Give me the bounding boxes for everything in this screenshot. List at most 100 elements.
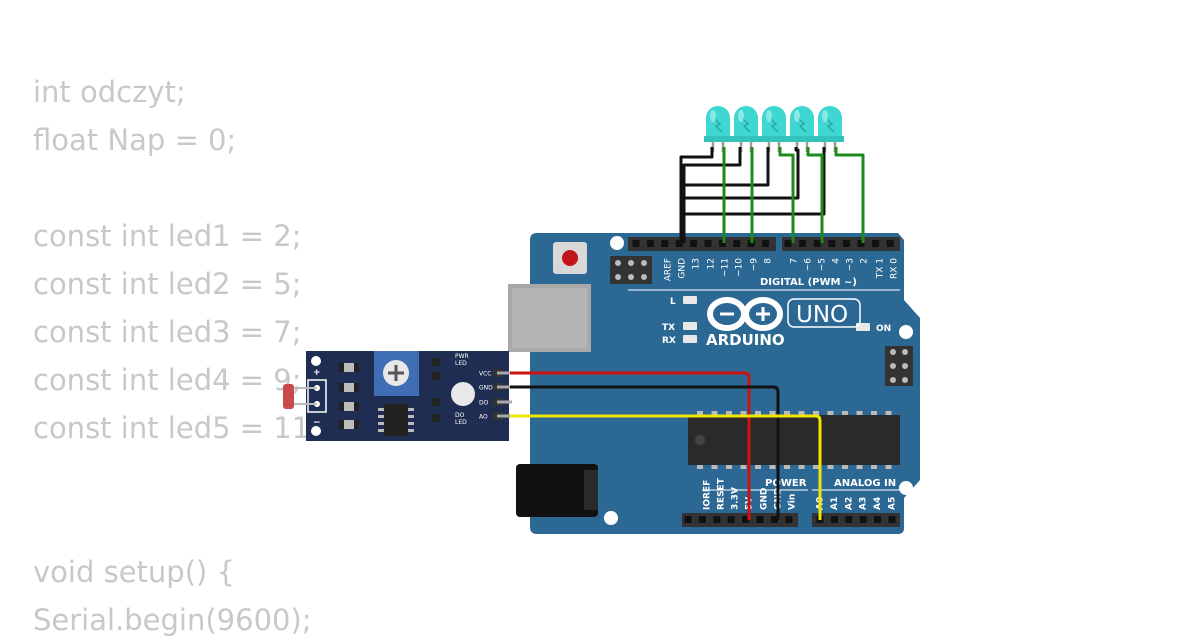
mount-hole bbox=[311, 356, 321, 366]
wire-led2-ground bbox=[682, 147, 742, 243]
header-hole[interactable] bbox=[784, 240, 792, 247]
sensor-pin-label: DO bbox=[479, 400, 489, 407]
code-line: void setup() { bbox=[33, 555, 235, 589]
header-hole[interactable] bbox=[704, 240, 712, 247]
analog-header-label: ANALOG IN bbox=[834, 478, 896, 489]
header-hole[interactable] bbox=[733, 240, 741, 247]
analog-pin-label: A2 bbox=[844, 497, 854, 510]
header-hole[interactable] bbox=[713, 516, 721, 523]
power-pin-label: RESET bbox=[717, 477, 727, 510]
potentiometer[interactable] bbox=[374, 351, 419, 396]
header-hole[interactable] bbox=[718, 240, 726, 247]
power-pin-label: IOREF bbox=[703, 480, 713, 510]
header-hole[interactable] bbox=[675, 240, 683, 247]
header-hole[interactable] bbox=[857, 240, 865, 247]
chip-pin bbox=[755, 465, 761, 469]
chip-pin bbox=[784, 411, 790, 415]
header-hole[interactable] bbox=[762, 240, 770, 247]
header-hole[interactable] bbox=[756, 516, 764, 523]
led-rim bbox=[760, 136, 788, 142]
header-hole[interactable] bbox=[830, 516, 838, 523]
header-hole[interactable] bbox=[646, 240, 654, 247]
arduino-logo-icon bbox=[707, 297, 783, 331]
smd-component bbox=[432, 358, 440, 422]
chip-pin bbox=[871, 465, 877, 469]
svg-text:TX: TX bbox=[662, 323, 675, 333]
led-5[interactable] bbox=[816, 106, 844, 152]
header-hole[interactable] bbox=[888, 516, 896, 523]
led-rim bbox=[732, 136, 760, 142]
led-anvil bbox=[741, 117, 751, 133]
power-header-label: POWER bbox=[765, 478, 807, 489]
header-hole[interactable] bbox=[698, 516, 706, 523]
header-hole[interactable] bbox=[845, 516, 853, 523]
analog-pin-label: A1 bbox=[830, 497, 840, 510]
power-pin-label: 3.3V bbox=[731, 487, 741, 510]
digital-pin-label: GND bbox=[678, 258, 688, 279]
chip-pin bbox=[711, 411, 718, 415]
chip-pin bbox=[726, 465, 732, 469]
mount-hole bbox=[899, 481, 913, 495]
led-4[interactable] bbox=[788, 106, 816, 152]
header-hole[interactable] bbox=[742, 516, 750, 523]
led-l: L bbox=[670, 296, 697, 307]
photoresistor bbox=[283, 379, 327, 413]
svg-text:RX: RX bbox=[662, 336, 676, 346]
chip-pin bbox=[711, 465, 718, 469]
icsp-header bbox=[610, 256, 652, 284]
digital-pin-label: TX 1 bbox=[876, 258, 886, 279]
chip-pin bbox=[827, 465, 834, 469]
header-hole[interactable] bbox=[690, 240, 698, 247]
header-hole[interactable] bbox=[799, 240, 807, 247]
header-hole[interactable] bbox=[859, 516, 867, 523]
chip-pin bbox=[697, 411, 703, 415]
led-3[interactable] bbox=[760, 106, 788, 152]
digital-pin-label: ~11 bbox=[721, 258, 731, 277]
header-hole[interactable] bbox=[785, 516, 793, 523]
digital-pin-label: ~5 bbox=[818, 258, 828, 271]
digital-pin-label: AREF bbox=[664, 258, 674, 281]
chip-pin bbox=[842, 465, 848, 469]
led-rim bbox=[816, 136, 844, 142]
chip-pin bbox=[856, 465, 863, 469]
led-2[interactable] bbox=[732, 106, 760, 152]
digital-pin-label: 4 bbox=[832, 258, 842, 264]
code-line: const int led1 = 2; bbox=[33, 219, 302, 253]
chip-pin bbox=[740, 411, 747, 415]
led-1[interactable] bbox=[704, 106, 732, 152]
led-rim bbox=[704, 136, 732, 142]
chip-pin bbox=[798, 465, 805, 469]
header-hole[interactable] bbox=[872, 240, 880, 247]
led-rim bbox=[788, 136, 816, 142]
chip-pin bbox=[871, 411, 877, 415]
header-hole[interactable] bbox=[828, 240, 836, 247]
header-hole[interactable] bbox=[874, 516, 882, 523]
power-pin-label: GND bbox=[760, 488, 770, 510]
digital-pin-label: 7 bbox=[790, 258, 800, 264]
header-hole[interactable] bbox=[632, 240, 640, 247]
chip-pin bbox=[769, 465, 776, 469]
header-hole[interactable] bbox=[813, 240, 821, 247]
chip-pin bbox=[726, 411, 732, 415]
header-hole[interactable] bbox=[770, 516, 778, 523]
led-rx: RX bbox=[662, 335, 697, 346]
header-hole[interactable] bbox=[661, 240, 669, 247]
svg-text:L: L bbox=[670, 297, 676, 307]
sensor-pin-label: VCC bbox=[479, 371, 491, 378]
header-hole[interactable] bbox=[747, 240, 755, 247]
light-sensor-module[interactable]: + − bbox=[283, 351, 512, 441]
header-hole[interactable] bbox=[727, 516, 735, 523]
header-hole[interactable] bbox=[684, 516, 692, 523]
led-highlight bbox=[738, 110, 744, 122]
resistor bbox=[339, 402, 359, 411]
header-hole[interactable] bbox=[842, 240, 850, 247]
reset-button[interactable] bbox=[553, 242, 587, 274]
header-hole[interactable] bbox=[886, 240, 894, 247]
usb-connector bbox=[508, 284, 591, 352]
wires bbox=[510, 147, 865, 520]
comparator-chip bbox=[378, 404, 414, 436]
resistor bbox=[339, 383, 359, 392]
code-line: const int led3 = 7; bbox=[33, 315, 302, 349]
